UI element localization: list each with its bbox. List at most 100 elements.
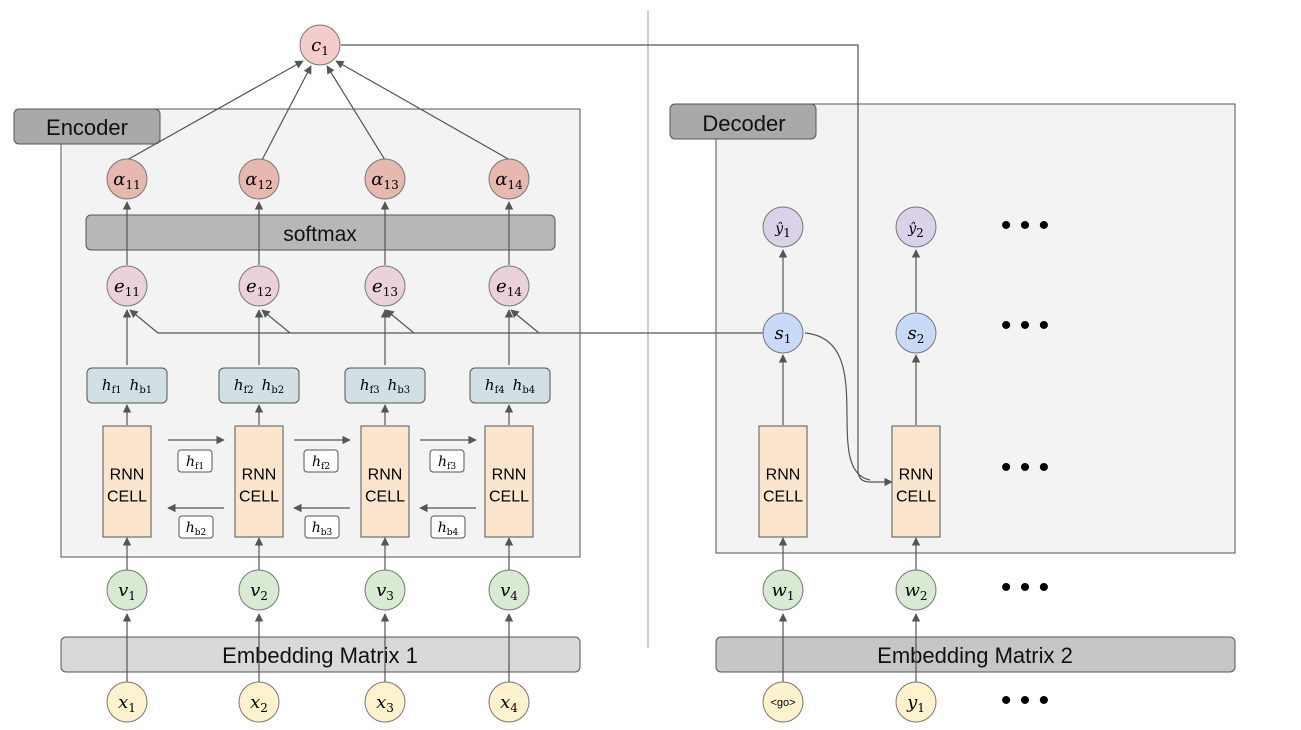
encoder-rnn-cell-4: RNN CELL [484, 425, 534, 538]
svg-text:RNN: RNN [899, 467, 934, 484]
svg-text:CELL: CELL [107, 489, 147, 506]
ellipsis-5: • • • [1001, 684, 1049, 717]
v-node-2: v2 [238, 569, 280, 611]
svg-text:v2: v2 [250, 580, 268, 603]
svg-text:s2: s2 [908, 323, 925, 346]
x-node-2: x2 [238, 681, 280, 723]
backward-state-label-2: hb3 [304, 515, 340, 539]
svg-text:x1: x1 [118, 692, 136, 715]
v-node-3: v3 [364, 569, 406, 611]
yhat-node-2: ŷ2 [895, 206, 937, 248]
softmax-label: softmax [283, 223, 357, 246]
svg-text:v1: v1 [118, 580, 136, 603]
w-node-2: w2 [895, 569, 937, 611]
svg-text:α13: α13 [371, 169, 398, 192]
svg-text:x4: x4 [500, 692, 518, 715]
encoder-rnn-cell-2: RNN CELL [234, 425, 284, 538]
svg-text:RNN: RNN [492, 467, 527, 484]
svg-text:RNN: RNN [368, 467, 403, 484]
svg-text:<go>: <go> [770, 697, 795, 709]
decoder-title-tab [669, 103, 817, 140]
w-node-1: w1 [762, 569, 804, 611]
encoder-state-arrows: hf1 hb2 hf2 hb3 hf3 hb4 [167, 435, 477, 539]
svg-text:α12: α12 [245, 169, 272, 192]
go-token-node: <go> [762, 681, 804, 723]
attention-connectors [129, 309, 871, 481]
svg-text:e11: e11 [114, 276, 140, 299]
svg-text:x3: x3 [376, 692, 394, 715]
svg-text:RNN: RNN [110, 467, 145, 484]
y-input-node-1: y1 [895, 681, 937, 723]
yhat-node-1: ŷ1 [762, 206, 804, 248]
e-node-4: e14 [488, 265, 530, 307]
s-node-1: s1 [762, 312, 804, 354]
forward-state-label-1: hf1 [177, 449, 213, 473]
embedding-matrix-2-bar [715, 636, 1236, 673]
ellipsis-group: • • •• • •• • •• • •• • • [1001, 209, 1049, 717]
svg-text:hf1: hf1 [186, 454, 204, 472]
svg-text:CELL: CELL [763, 489, 803, 506]
context-node-c1: c1 [299, 24, 341, 66]
svg-text:CELL: CELL [239, 489, 279, 506]
encoder-rnn-cell-3: RNN CELL [360, 425, 410, 538]
svg-text:e12: e12 [246, 276, 272, 299]
svg-text:e14: e14 [496, 276, 522, 299]
e-node-1: e11 [106, 265, 148, 307]
svg-text:ŷ1: ŷ1 [774, 220, 791, 240]
s-node-2: s2 [895, 312, 937, 354]
x-node-1: x1 [106, 681, 148, 723]
svg-text:RNN: RNN [766, 467, 801, 484]
svg-text:α11: α11 [113, 169, 140, 192]
svg-text:v3: v3 [376, 580, 394, 603]
svg-text:e13: e13 [372, 276, 398, 299]
v-node-1: v1 [106, 569, 148, 611]
decoder-title: Decoder [702, 111, 785, 136]
encoder-title: Encoder [46, 115, 128, 140]
ellipsis-3: • • • [1001, 451, 1049, 484]
svg-text:c1: c1 [311, 35, 329, 58]
svg-text:y1: y1 [906, 692, 925, 715]
svg-text:hf2: hf2 [312, 454, 330, 472]
context-connectors [126, 44, 893, 487]
ellipsis-2: • • • [1001, 309, 1049, 342]
decoder-rnn-cell-2: RNN CELL [891, 425, 941, 538]
svg-text:α14: α14 [495, 169, 523, 192]
embedding-matrix-1-label: Embedding Matrix 1 [222, 643, 418, 668]
forward-state-label-3: hf3 [429, 449, 465, 473]
alpha-node-3: α13 [364, 158, 406, 200]
svg-text:CELL: CELL [896, 489, 936, 506]
alpha-node-1: α11 [106, 158, 148, 200]
ellipsis-1: • • • [1001, 209, 1049, 242]
backward-state-label-3: hb4 [430, 515, 466, 539]
svg-text:w2: w2 [904, 580, 927, 603]
svg-text:v4: v4 [500, 580, 518, 603]
e-node-2: e12 [238, 265, 280, 307]
decoder-rnn-cell-1: RNN CELL [758, 425, 808, 538]
encoder-rnn-cell-1: RNN CELL [102, 425, 152, 538]
softmax-bar [85, 214, 556, 251]
svg-text:hb2: hb2 [186, 520, 207, 538]
svg-text:hf3: hf3 [438, 454, 456, 472]
svg-text:RNN: RNN [242, 467, 277, 484]
alpha-node-4: α14 [488, 158, 530, 200]
svg-text:hb3: hb3 [312, 520, 333, 538]
svg-text:CELL: CELL [365, 489, 405, 506]
encoder-vertical-arrows [122, 201, 514, 682]
embedding-matrix-2-label: Embedding Matrix 2 [877, 643, 1073, 668]
e-node-3: e13 [364, 265, 406, 307]
forward-state-label-2: hf2 [303, 449, 339, 473]
x-node-3: x3 [364, 681, 406, 723]
embedding-matrix-1-bar [60, 636, 581, 673]
svg-text:hb4: hb4 [438, 520, 459, 538]
v-node-4: v4 [488, 569, 530, 611]
svg-text:CELL: CELL [489, 489, 529, 506]
encoder-title-tab [13, 108, 161, 145]
